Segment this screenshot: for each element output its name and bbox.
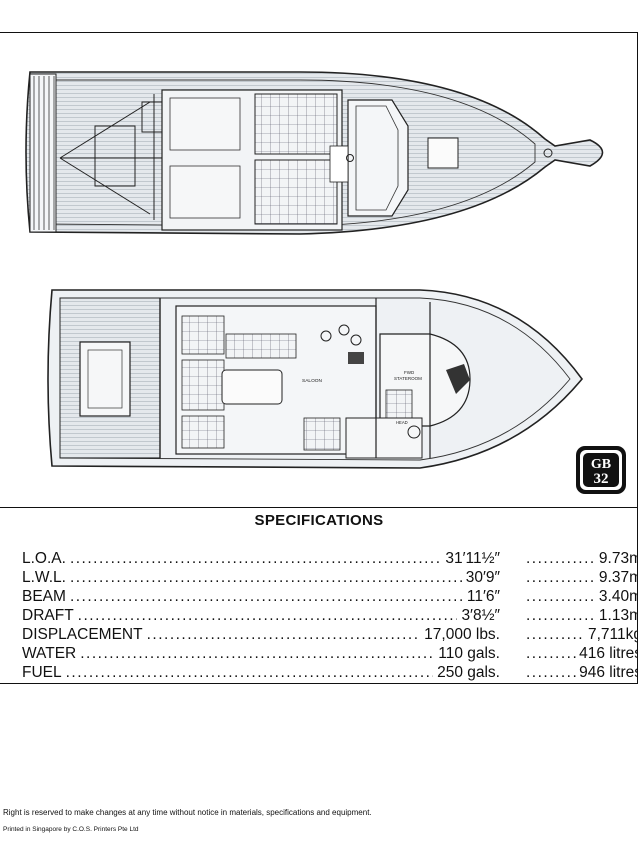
spec-metric: 9.73m — [598, 550, 638, 567]
specifications-title: SPECIFICATIONS — [254, 512, 384, 529]
spec-label: DRAFT — [22, 607, 74, 624]
saloon-label: SALOON — [302, 378, 323, 384]
section-divider — [0, 507, 638, 508]
spec-row-lwl: L.W.L...................................… — [22, 568, 638, 587]
gb32-logo: GB 32 — [576, 446, 626, 494]
spec-metric: 416 litres — [579, 645, 638, 662]
spec-row-water: WATER...................................… — [22, 644, 638, 663]
spec-metric: 9.37m — [598, 569, 638, 586]
accommodation-plan: SALOON FWD STATEROOM HEAD — [47, 289, 584, 469]
svg-text:32: 32 — [594, 471, 609, 487]
spec-metric: 1.13m — [598, 607, 638, 624]
head-label: HEAD — [396, 420, 408, 425]
spec-label: WATER — [22, 645, 77, 662]
spec-label: L.W.L. — [22, 569, 66, 586]
spec-metric: 7,711kg — [587, 626, 638, 643]
stateroom-label: STATEROOM — [394, 376, 422, 381]
spec-row-loa: L.O.A...................................… — [22, 549, 638, 568]
spec-imperial: 11′6″ — [466, 588, 500, 605]
spec-imperial: 110 gals. — [438, 645, 500, 662]
spec-row-displacement: DISPLACEMENT............................… — [22, 625, 638, 644]
spec-row-beam: BEAM....................................… — [22, 587, 638, 606]
specifications-table: L.O.A...................................… — [22, 549, 638, 682]
spec-label: FUEL — [22, 664, 62, 681]
printer-credit: Printed in Singapore by C.O.S. Printers … — [3, 826, 139, 833]
spec-metric: 946 litres — [579, 664, 638, 681]
spec-imperial: 17,000 lbs. — [424, 626, 500, 643]
spec-label: DISPLACEMENT — [22, 626, 143, 643]
spec-imperial: 3′8½″ — [461, 607, 500, 624]
spec-imperial: 250 gals. — [437, 664, 500, 681]
deck-plans: SALOON FWD STATEROOM HEAD — [25, 71, 604, 469]
svg-text:GB: GB — [591, 457, 611, 472]
spec-imperial: 30′9″ — [465, 569, 500, 586]
flybridge-plan — [25, 71, 604, 235]
spec-row-draft: DRAFT...................................… — [22, 606, 638, 625]
spec-label: L.O.A. — [22, 550, 66, 567]
fwd-label: FWD — [404, 370, 415, 375]
spec-imperial: 31′11½″ — [445, 550, 500, 567]
footnote: Right is reserved to make changes at any… — [3, 808, 372, 817]
spec-metric: 3.40m — [598, 588, 638, 605]
spec-label: BEAM — [22, 588, 66, 605]
spec-row-fuel: FUEL....................................… — [22, 663, 638, 682]
